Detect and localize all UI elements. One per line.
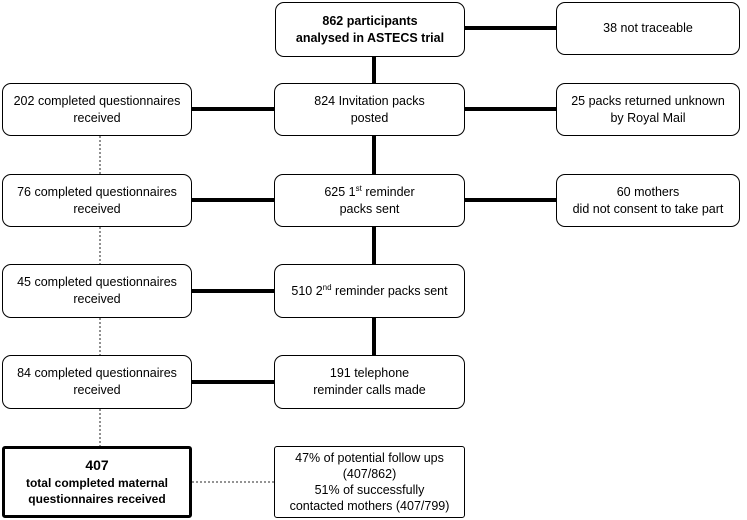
reminder-1-line-2: packs sent	[339, 201, 400, 216]
no-consent-line-1: 60 mothers	[616, 184, 680, 199]
box-reminder-1: 625 1st reminder packs sent	[274, 174, 465, 227]
total-line-2: total completed maternal	[25, 476, 169, 491]
returned-unknown-line-2: by Royal Mail	[610, 110, 686, 125]
completed-1-line-1: 202 completed questionnaires	[13, 93, 181, 108]
reminder-2-text: reminder packs sent	[331, 283, 448, 298]
followup-line-3: 51% of successfully	[314, 483, 425, 497]
box-participants: 862 participants analysed in ASTECS tria…	[275, 2, 465, 57]
reminder-2-count: 510 2	[291, 283, 323, 298]
followup-line-1: 47% of potential follow ups	[295, 450, 444, 465]
box-reminder-2: 510 2nd reminder packs sent	[274, 264, 465, 318]
no-consent-line-2: did not consent to take part	[572, 201, 724, 216]
completed-1-line-2: received	[73, 110, 121, 125]
box-not-traceable: 38 not traceable	[556, 2, 740, 55]
total-count: 407	[85, 457, 109, 474]
reminder-1-ordinal: st	[355, 183, 362, 193]
reminder-1-text: reminder	[361, 184, 415, 199]
box-total: 407 total completed maternal questionnai…	[2, 446, 192, 518]
completed-2-line-2: received	[73, 201, 121, 216]
not-traceable-line-1: 38 not traceable	[603, 21, 693, 36]
reminder-2-line-1: 510 2nd reminder packs sent	[291, 283, 447, 300]
followup-line-2: (407/862)	[342, 466, 397, 481]
participants-line-2: analysed in ASTECS trial	[295, 30, 445, 45]
participants-line-1: 862 participants	[322, 13, 418, 28]
reminder-2-ordinal: nd	[322, 282, 332, 292]
box-completed-2: 76 completed questionnaires received	[2, 174, 192, 227]
returned-unknown-line-1: 25 packs returned unknown	[571, 93, 725, 108]
box-completed-3: 45 completed questionnaires received	[2, 264, 192, 318]
completed-4-line-1: 84 completed questionnaires	[17, 366, 177, 381]
completed-3-line-1: 45 completed questionnaires	[17, 275, 177, 290]
box-invitation: 824 Invitation packs posted	[274, 83, 465, 136]
completed-3-line-2: received	[73, 292, 121, 306]
telephone-line-2: reminder calls made	[313, 383, 426, 397]
box-followup: 47% of potential follow ups (407/862) 51…	[274, 446, 465, 518]
completed-2-line-1: 76 completed questionnaires	[17, 184, 177, 199]
box-completed-4: 84 completed questionnaires received	[2, 355, 192, 409]
followup-line-4: contacted mothers (407/799)	[289, 499, 450, 514]
invitation-line-2: posted	[350, 110, 389, 125]
box-completed-1: 202 completed questionnaires received	[2, 83, 192, 136]
total-line-3: questionnaires received	[28, 492, 166, 507]
invitation-line-1: 824 Invitation packs	[314, 93, 425, 108]
reminder-1-count: 625 1	[324, 184, 356, 199]
box-no-consent: 60 mothers did not consent to take part	[556, 174, 740, 227]
box-returned-unknown: 25 packs returned unknown by Royal Mail	[556, 83, 740, 136]
completed-4-line-2: received	[73, 383, 121, 397]
telephone-line-1: 191 telephone	[329, 366, 410, 381]
box-telephone: 191 telephone reminder calls made	[274, 355, 465, 409]
reminder-1-line-1: 625 1st reminder	[324, 184, 414, 201]
